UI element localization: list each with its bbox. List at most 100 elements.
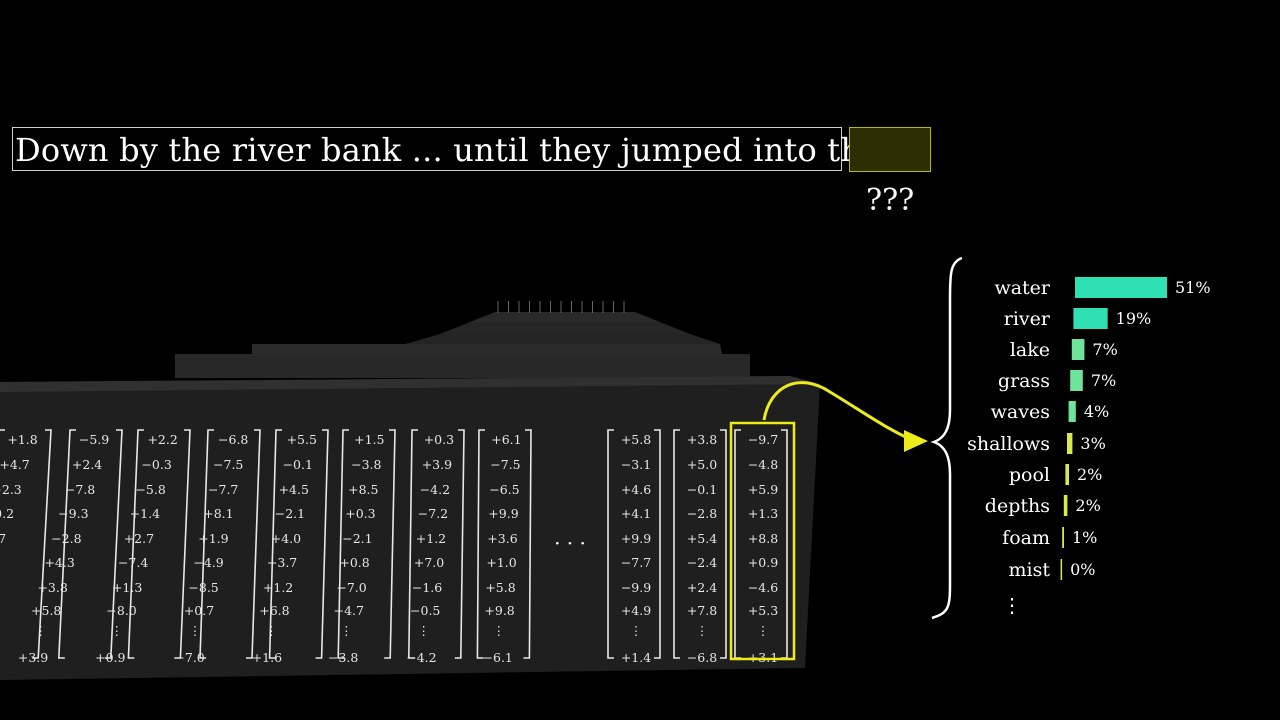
matrix-value: −1.6	[412, 580, 442, 595]
matrix-value: +1.2	[416, 531, 446, 546]
matrix-value: −7.7	[621, 555, 651, 570]
matrix-value: +7.7	[0, 531, 6, 546]
matrix-value: +4.0	[271, 531, 301, 546]
matrix-bracket	[57, 429, 76, 659]
matrix-value: ⋮	[265, 623, 278, 638]
probability-bar	[1068, 401, 1076, 422]
probability-value: 7%	[1092, 340, 1117, 359]
matrix-value: +6.8	[259, 603, 289, 618]
matrix-value: +8.8	[748, 531, 778, 546]
matrix-value: +0.3	[345, 506, 375, 521]
matrix-value: +5.0	[687, 457, 717, 472]
matrix-bracket	[607, 429, 614, 659]
probability-bar	[1070, 370, 1083, 391]
mid-slab	[175, 354, 750, 378]
matrix-bracket	[523, 429, 532, 659]
probability-value: 4%	[1084, 402, 1109, 421]
matrix-value: −4.6	[748, 580, 778, 595]
matrix-value: +9.9	[621, 531, 651, 546]
matrix-value: −7.5	[213, 457, 243, 472]
matrix-value: +2.4	[72, 457, 102, 472]
matrix-value: +0.2	[0, 506, 14, 521]
front-slab-top	[0, 376, 820, 392]
matrix-value: ⋮	[630, 623, 643, 638]
probability-bar	[1073, 308, 1108, 329]
token-label: pool	[1009, 464, 1050, 486]
matrix-value: +0.9	[748, 555, 778, 570]
arrow-to-distribution	[762, 381, 913, 442]
probability-value: 7%	[1091, 371, 1116, 390]
prompt-text: Down by the river bank ... until they ju…	[15, 131, 881, 169]
matrix-value: −4.7	[334, 603, 364, 618]
matrix-value: +1.4	[621, 650, 651, 665]
column-ellipsis: · · ·	[554, 531, 586, 555]
matrix-value: −3.8	[328, 650, 358, 665]
matrix-bracket	[337, 429, 349, 659]
matrix-value: −0.1	[687, 482, 717, 497]
prompt-box: Down by the river bank ... until they ju…	[12, 127, 880, 171]
matrix-value: −0.5	[410, 603, 440, 618]
selected-column-highlight	[729, 421, 796, 661]
matrix-value: +2.7	[124, 531, 154, 546]
far-slab	[470, 312, 660, 322]
matrix-value: +0.8	[339, 555, 369, 570]
far-slab	[405, 334, 720, 344]
matrix-value: +4.9	[621, 603, 651, 618]
matrix-value: +3.6	[487, 531, 517, 546]
matrix-value: −5.8	[135, 482, 165, 497]
matrix-value: ⋮	[417, 623, 430, 638]
matrix-value: +3.1	[748, 650, 778, 665]
matrix-value: +2.4	[687, 580, 717, 595]
matrix-value: +5.4	[687, 531, 717, 546]
probability-bar	[1067, 433, 1073, 454]
matrix-value: +1.5	[354, 432, 384, 447]
matrix-value: +1.4	[130, 506, 160, 521]
unknown-token-label: ???	[866, 183, 915, 218]
matrix-value: +1.6	[252, 650, 282, 665]
token-label: depths	[985, 495, 1050, 517]
matrix-value: +1.3	[112, 580, 142, 595]
matrix-value: +4.1	[621, 506, 651, 521]
matrix-value: +0.7	[184, 603, 214, 618]
token-label: lake	[1010, 339, 1050, 361]
matrix-value: ⋮	[111, 623, 124, 638]
matrix-value: −4.2	[420, 482, 450, 497]
token-label: river	[1004, 308, 1051, 330]
matrix-value: −7.8	[65, 482, 95, 497]
token-label: waves	[991, 401, 1050, 423]
matrix-value: −3.1	[621, 457, 651, 472]
matrix-value: −9.7	[748, 432, 778, 447]
matrix-bracket	[0, 429, 5, 431]
probability-value: 19%	[1116, 309, 1152, 328]
matrix-bracket	[268, 429, 282, 659]
matrix-value: +2.2	[147, 432, 177, 447]
matrix-value: −2.1	[275, 506, 305, 521]
matrix-value: ⋮	[34, 623, 47, 638]
matrix-value: +4.5	[279, 482, 309, 497]
probability-bar	[1065, 464, 1070, 485]
matrix-value: +5.8	[485, 580, 515, 595]
matrix-value: −7.7	[208, 482, 238, 497]
matrix-bracket	[32, 429, 52, 659]
matrix-value: −8.5	[188, 580, 218, 595]
matrix-value: +7.0	[414, 555, 444, 570]
probability-value: 0%	[1070, 560, 1095, 579]
matrix-bracket	[127, 429, 144, 659]
matrix-value: +3.9	[18, 650, 48, 665]
matrix-bracket	[476, 429, 485, 659]
token-label: grass	[998, 370, 1050, 392]
matrix-value: +4.6	[621, 482, 651, 497]
matrix-value: −2.8	[687, 506, 717, 521]
matrix-value: −6.1	[483, 650, 513, 665]
matrix-value: +9.8	[484, 603, 514, 618]
matrix-value: +3.8	[687, 432, 717, 447]
probability-value: 1%	[1072, 528, 1097, 547]
matrix-value: +0.3	[424, 432, 454, 447]
matrix-value: ⋮	[493, 623, 506, 638]
probability-bar	[1075, 277, 1167, 298]
matrix-value: −4.9	[193, 555, 223, 570]
probability-value: 2%	[1077, 465, 1102, 484]
matrix-bracket	[407, 429, 418, 659]
matrix-value: +8.5	[348, 482, 378, 497]
